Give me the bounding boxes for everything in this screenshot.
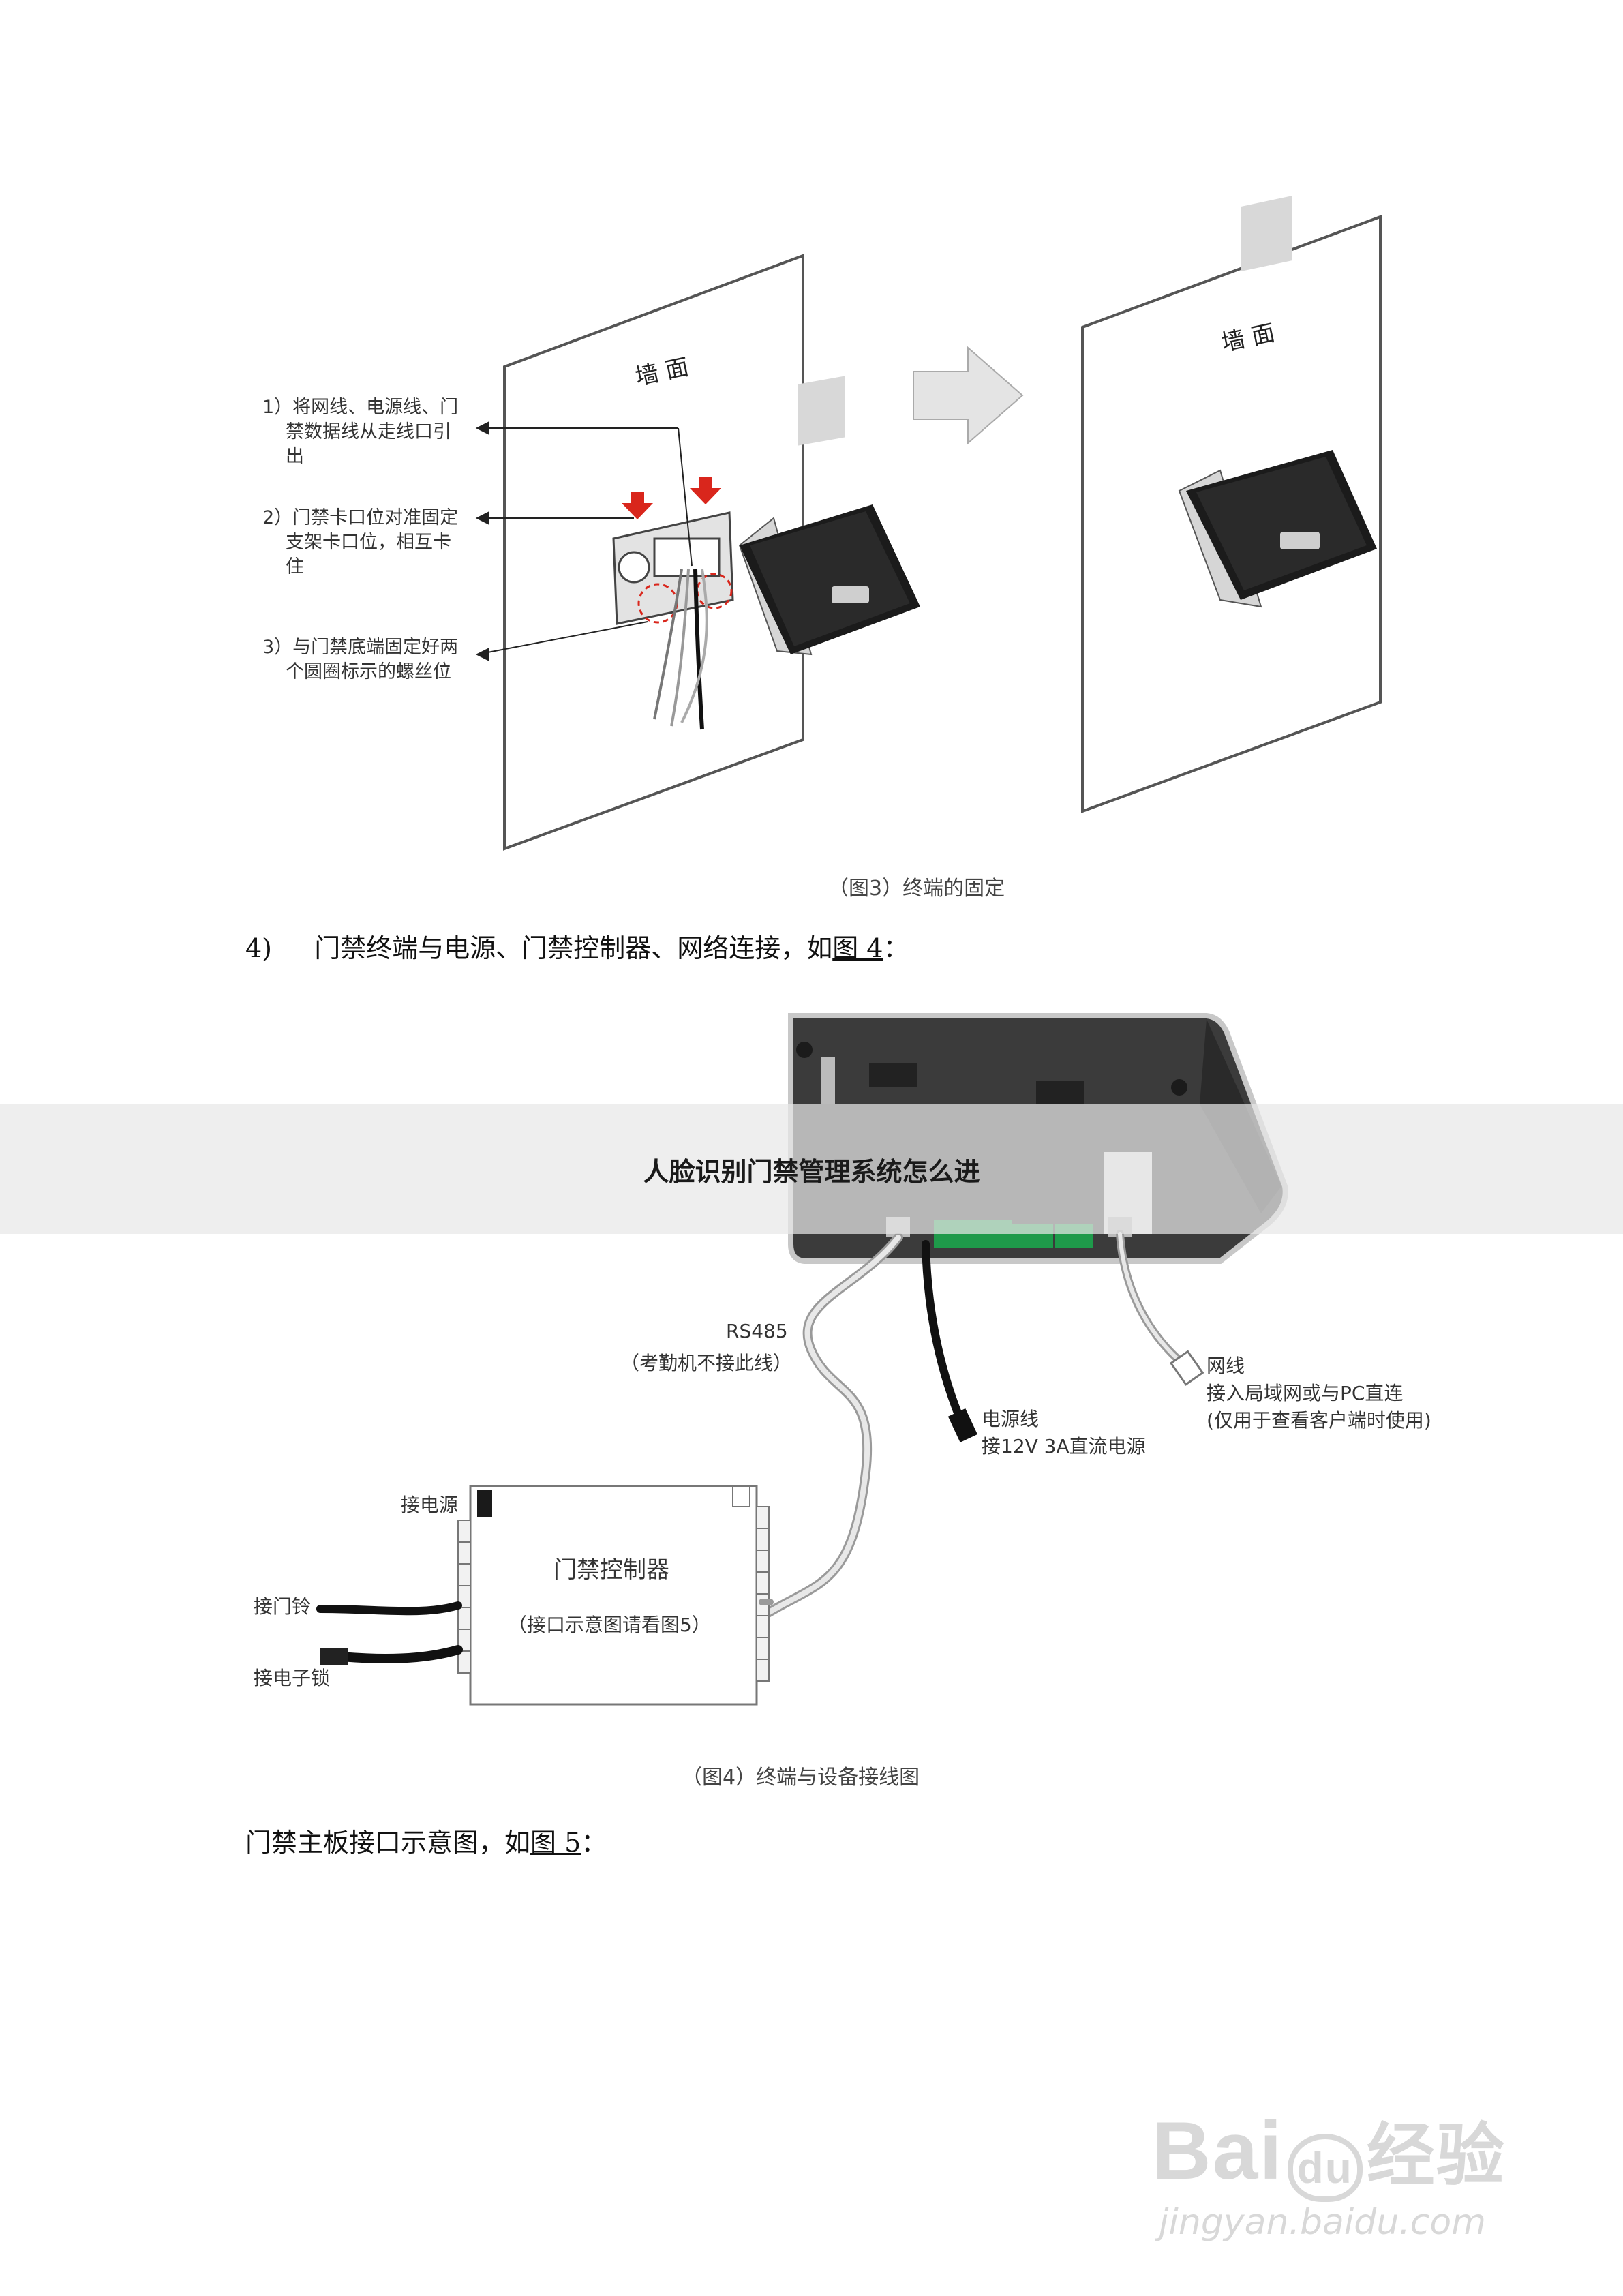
banner-title: 人脸识别门禁管理系统怎么进 [643, 1156, 980, 1187]
controller-label: 门禁控制器 [553, 1556, 669, 1584]
watermark-product: 经验 [1366, 2117, 1506, 2194]
red-arrow-right-icon [690, 477, 721, 504]
step-1-line-1: 1）将网线、电源线、门 [262, 397, 459, 418]
paragraph-mainboard: 门禁主板接口示意图，如图 5： [245, 1822, 607, 1859]
terminal-cables [759, 1230, 1204, 1620]
red-arrow-left-icon [622, 492, 653, 519]
step-3-line-2: 个圆圈标示的螺丝位 [286, 661, 451, 682]
step-1-line-2: 禁数据线从走线口引 [286, 421, 451, 442]
mounting-bracket [612, 511, 734, 625]
controller-terminals-right [756, 1506, 770, 1682]
power-line-label: 电源线 [982, 1408, 1040, 1430]
paragraph-end: ： [883, 933, 909, 963]
paragraph-text: 门禁终端与电源、门禁控制器、网络连接，如 [314, 933, 833, 963]
watermark-brand: Bai [1152, 2105, 1284, 2196]
network-line-note-1: 接入局域网或与PC直连 [1207, 1382, 1404, 1404]
paragraph-step-4: 4) 门禁终端与电源、门禁控制器、网络连接，如图 4： [245, 927, 909, 965]
step-1-line-3: 出 [286, 446, 304, 467]
title-banner: 人脸识别门禁管理系统怎么进 [0, 1104, 1623, 1234]
transition-arrow-icon [913, 346, 1024, 445]
figure-4-illustration [316, 1013, 1288, 1706]
step-number: 4) [245, 933, 273, 963]
face-terminal-left [738, 376, 920, 656]
controller-terminals-left [457, 1520, 471, 1674]
step-2-line-3: 住 [286, 556, 304, 577]
watermark-url: jingyan.baidu.com [1159, 2202, 1486, 2243]
watermark-brand-2: du [1296, 2143, 1353, 2192]
access-controller-box [469, 1485, 758, 1706]
power-line-note: 接12V 3A直流电源 [982, 1435, 1146, 1457]
network-line-note-2: (仅用于查看客户端时使用) [1207, 1409, 1431, 1432]
paw-icon: du [1287, 2134, 1363, 2202]
paragraph-2-text: 门禁主板接口示意图，如 [245, 1828, 531, 1858]
doorbell-label: 接门铃 [254, 1595, 312, 1618]
step-2-line-2: 支架卡口位，相互卡 [286, 532, 451, 553]
step-2-note: 2）门禁卡口位对准固定 支架卡口位，相互卡 住 [262, 506, 458, 579]
controller-note: （接口示意图请看图5） [508, 1614, 711, 1636]
controller-wires [316, 1599, 774, 1665]
figure-3-caption: （图3）终端的固定 [828, 877, 1005, 901]
network-line-label: 网线 [1207, 1355, 1245, 1377]
figure-5-link[interactable]: 图 5 [530, 1828, 581, 1858]
step-1-note: 1）将网线、电源线、门 禁数据线从走线口引 出 [262, 395, 458, 469]
figure-4-caption: （图4）终端与设备接线图 [682, 1766, 920, 1789]
figure-4-link[interactable]: 图 4 [832, 933, 883, 963]
callout-lines [475, 421, 693, 661]
face-terminal-right [1178, 196, 1377, 608]
power-input-label: 接电源 [401, 1494, 459, 1516]
screw-circle-right [696, 573, 733, 609]
figure-3-illustration: 墙 面 墙 面 [475, 196, 1382, 851]
rs485-label: RS485 [726, 1320, 788, 1342]
step-3-note: 3）与门禁底端固定好两 个圆圈标示的螺丝位 [262, 635, 458, 684]
electric-lock-label: 接电子锁 [254, 1667, 331, 1689]
cables [653, 569, 708, 730]
step-3-line-1: 3）与门禁底端固定好两 [262, 637, 459, 658]
step-2-line-1: 2）门禁卡口位对准固定 [262, 507, 459, 528]
paragraph-2-end: ： [581, 1828, 607, 1858]
rs485-note: （考勤机不接此线） [620, 1352, 793, 1374]
